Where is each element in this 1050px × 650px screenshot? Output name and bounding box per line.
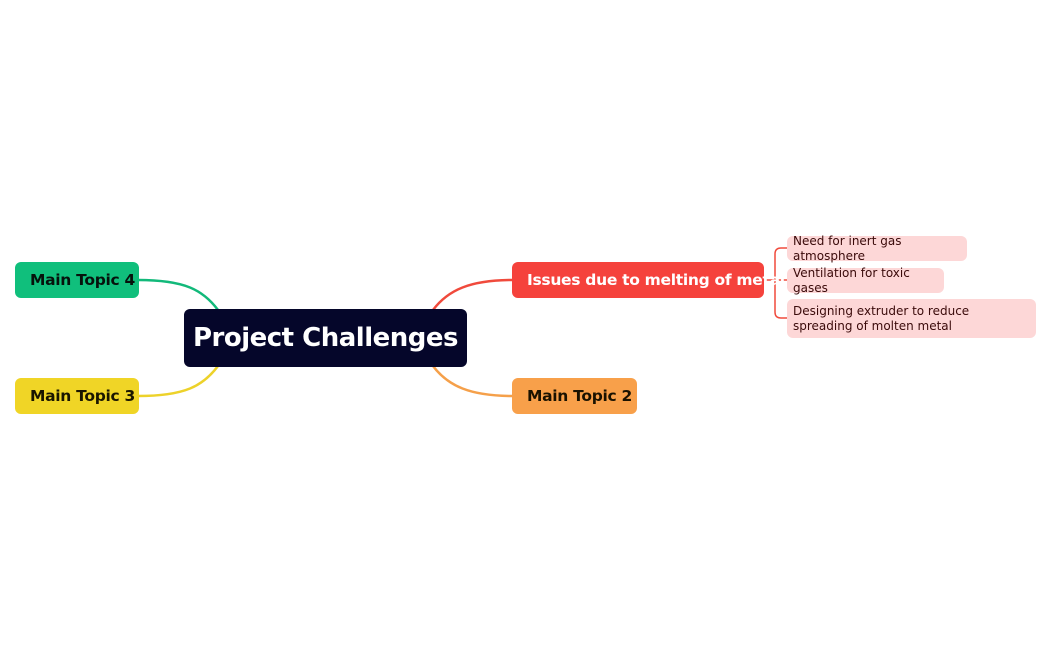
subtopic-3-label: Designing extruder to reduce spreading o… — [793, 303, 970, 333]
subtopic-1-label: Need for inert gas atmosphere — [793, 233, 902, 263]
connector-topic1 — [432, 278, 514, 311]
main-topic-1-label: Issues due to melting of metal — [527, 271, 785, 289]
main-topic-3-label: Main Topic 3 — [30, 387, 135, 405]
main-topic-4[interactable]: Main Topic 4 — [15, 262, 139, 298]
connector-topic2 — [432, 365, 514, 398]
main-topic-2[interactable]: Main Topic 2 — [512, 378, 637, 414]
central-topic-label: Project Challenges — [192, 323, 459, 353]
subtopic-bracket — [763, 247, 788, 319]
connector-topic4 — [137, 278, 219, 311]
subtopic-branch-3 — [774, 280, 788, 319]
main-topic-4-label: Main Topic 4 — [30, 271, 135, 289]
subtopic-branch-1 — [774, 247, 788, 280]
connector-topic3 — [137, 365, 219, 398]
main-topic-2-label: Main Topic 2 — [527, 387, 632, 405]
subtopic-1[interactable]: Need for inert gas atmosphere — [787, 233, 967, 263]
central-topic[interactable]: Project Challenges — [184, 309, 467, 367]
main-topic-1[interactable]: Issues due to melting of metal — [512, 262, 785, 298]
subtopic-3[interactable]: Designing extruder to reduce spreading o… — [787, 299, 1036, 338]
main-topic-3[interactable]: Main Topic 3 — [15, 378, 139, 414]
subtopic-2[interactable]: Ventilation for toxic gases — [787, 265, 944, 295]
subtopic-2-label: Ventilation for toxic gases — [793, 265, 910, 295]
